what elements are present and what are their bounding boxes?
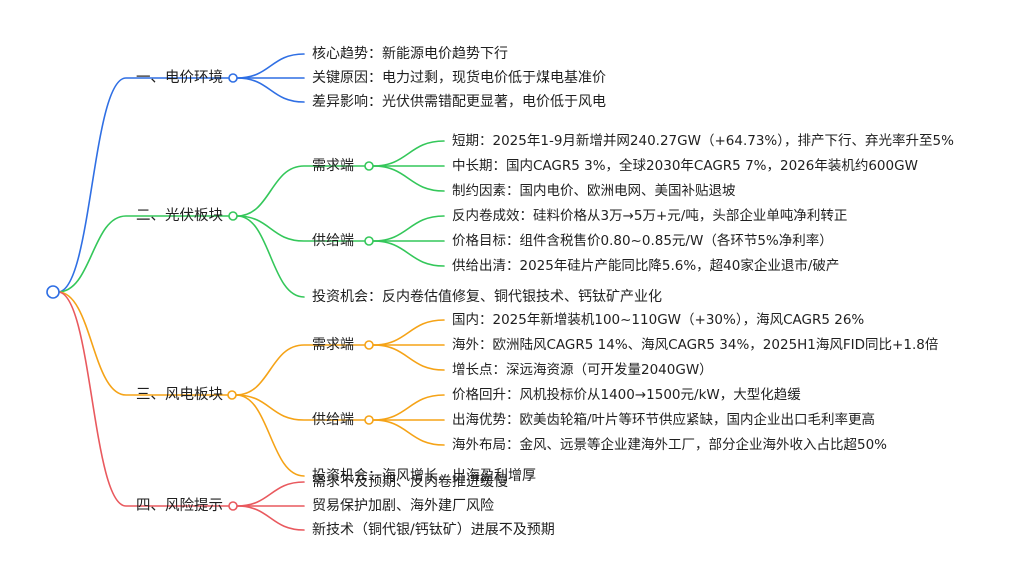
branch-2-group-1-leaf-2: 中长期：国内CAGR5 3%，全球2030年CAGR5 7%，2026年装机约6… bbox=[452, 158, 918, 174]
branch-4-label: 四、风险提示 bbox=[136, 498, 223, 514]
connector-branch-2-group-1-leaf-3 bbox=[372, 165, 445, 192]
root-node[interactable] bbox=[46, 285, 60, 299]
branch-3-group-2-leaf-1: 价格回升：风机投标价从1400→1500元/kW，大型化趋缓 bbox=[452, 387, 801, 403]
branch-3-label: 三、风电板块 bbox=[136, 387, 223, 403]
branch-3-item-3: 投资机会：海风增长、出海盈利增厚 bbox=[312, 468, 536, 484]
branch-4-item-2: 贸易保护加剧、海外建厂风险 bbox=[312, 498, 494, 514]
branch-1-item-1: 核心趋势：新能源电价趋势下行 bbox=[312, 46, 508, 62]
connector-branch-2-item-3 bbox=[236, 215, 305, 298]
branch-2-group-1-label: 需求端 bbox=[312, 158, 354, 174]
branch-4-item-3: 新技术（铜代银/钙钛矿）进展不及预期 bbox=[312, 522, 555, 538]
branch-2-group-1-leaf-1: 短期：2025年1-9月新增并网240.27GW（+64.73%），排产下行、弃… bbox=[452, 133, 954, 149]
branch-2-group-2-node[interactable] bbox=[364, 236, 374, 246]
branch-2-item-3: 投资机会：反内卷估值修复、铜代银技术、钙钛矿产业化 bbox=[312, 289, 662, 305]
branch-2-group-2-label: 供给端 bbox=[312, 233, 354, 249]
branch-3-group-2-leaf-3: 海外布局：金风、远景等企业建海外工厂，部分企业海外收入占比超50% bbox=[452, 437, 888, 453]
branch-3-group-2-leaf-2: 出海优势：欧美齿轮箱/叶片等环节供应紧缺，国内企业出口毛利率更高 bbox=[452, 412, 876, 428]
branch-4-item-1: 需求不及预期、反内卷推进缓慢 bbox=[312, 474, 508, 490]
branch-3-group-1-leaf-1: 国内：2025年新增装机100~110GW（+30%），海风CAGR5 26% bbox=[452, 312, 865, 328]
branch-1-label: 一、电价环境 bbox=[136, 70, 223, 86]
branch-2-group-2-leaf-1: 反内卷成效：硅料价格从3万→5万+元/吨，头部企业单吨净利转正 bbox=[452, 208, 848, 224]
connector-branch-3-group-2-leaf-3 bbox=[372, 419, 445, 446]
branch-3-group-2-node[interactable] bbox=[364, 415, 374, 425]
connector-branch-4-leaf-1 bbox=[236, 481, 305, 507]
connector-branch-3-group-2-leaf-1 bbox=[372, 394, 445, 421]
connector-root-branch-2 bbox=[57, 215, 230, 293]
branch-2-group-1-node[interactable] bbox=[364, 161, 374, 171]
connector-branch-2-group-2-leaf-1 bbox=[372, 215, 445, 242]
branch-3-group-1-leaf-2: 海外：欧洲陆风CAGR5 14%、海风CAGR5 34%，2025H1海风FID… bbox=[452, 337, 939, 353]
connector-branch-1-leaf-3 bbox=[236, 77, 305, 103]
branch-2-label: 二、光伏板块 bbox=[136, 208, 223, 224]
branch-1-item-3: 差异影响：光伏供需错配更显著，电价低于风电 bbox=[312, 94, 606, 110]
branch-2-group-2-leaf-3: 供给出清：2025年硅片产能同比降5.6%，超40家企业退市/破产 bbox=[452, 258, 840, 274]
branch-3-group-2-label: 供给端 bbox=[312, 412, 354, 428]
connector-branch-3-group-1-leaf-1 bbox=[372, 319, 445, 346]
connector-root-branch-1 bbox=[57, 77, 230, 293]
branch-2-group-2-leaf-2: 价格目标：组件含税售价0.80~0.85元/W（各环节5%净利率） bbox=[452, 233, 833, 249]
branch-3-group-1-leaf-3: 增长点：深远海资源（可开发量2040GW） bbox=[452, 362, 713, 378]
connector-branch-2-group-2 bbox=[236, 215, 366, 242]
branch-3-node[interactable] bbox=[227, 390, 237, 400]
connector-branch-3-group-1-leaf-3 bbox=[372, 344, 445, 371]
branch-1-node[interactable] bbox=[228, 73, 238, 83]
connector-branch-4-leaf-3 bbox=[236, 505, 305, 531]
connector-branch-2-group-2-leaf-3 bbox=[372, 240, 445, 267]
connector-branch-3-group-2 bbox=[235, 394, 366, 421]
branch-2-node[interactable] bbox=[228, 211, 238, 221]
connector-branch-1-leaf-1 bbox=[236, 53, 305, 79]
branch-2-group-1-leaf-3: 制约因素：国内电价、欧洲电网、美国补贴退坡 bbox=[452, 183, 736, 199]
branch-1-item-2: 关键原因：电力过剩，现货电价低于煤电基准价 bbox=[312, 70, 606, 86]
connector-root-branch-4 bbox=[57, 291, 230, 507]
connector-root-branch-3 bbox=[57, 291, 229, 396]
connector-branch-3-group-1 bbox=[235, 344, 366, 396]
branch-4-node[interactable] bbox=[228, 501, 238, 511]
branch-3-group-1-node[interactable] bbox=[364, 340, 374, 350]
connector-branch-3-item-3 bbox=[235, 394, 305, 477]
connector-branch-2-group-1-leaf-1 bbox=[372, 140, 445, 167]
connector-branch-2-group-1 bbox=[236, 165, 366, 217]
branch-3-group-1-label: 需求端 bbox=[312, 337, 354, 353]
